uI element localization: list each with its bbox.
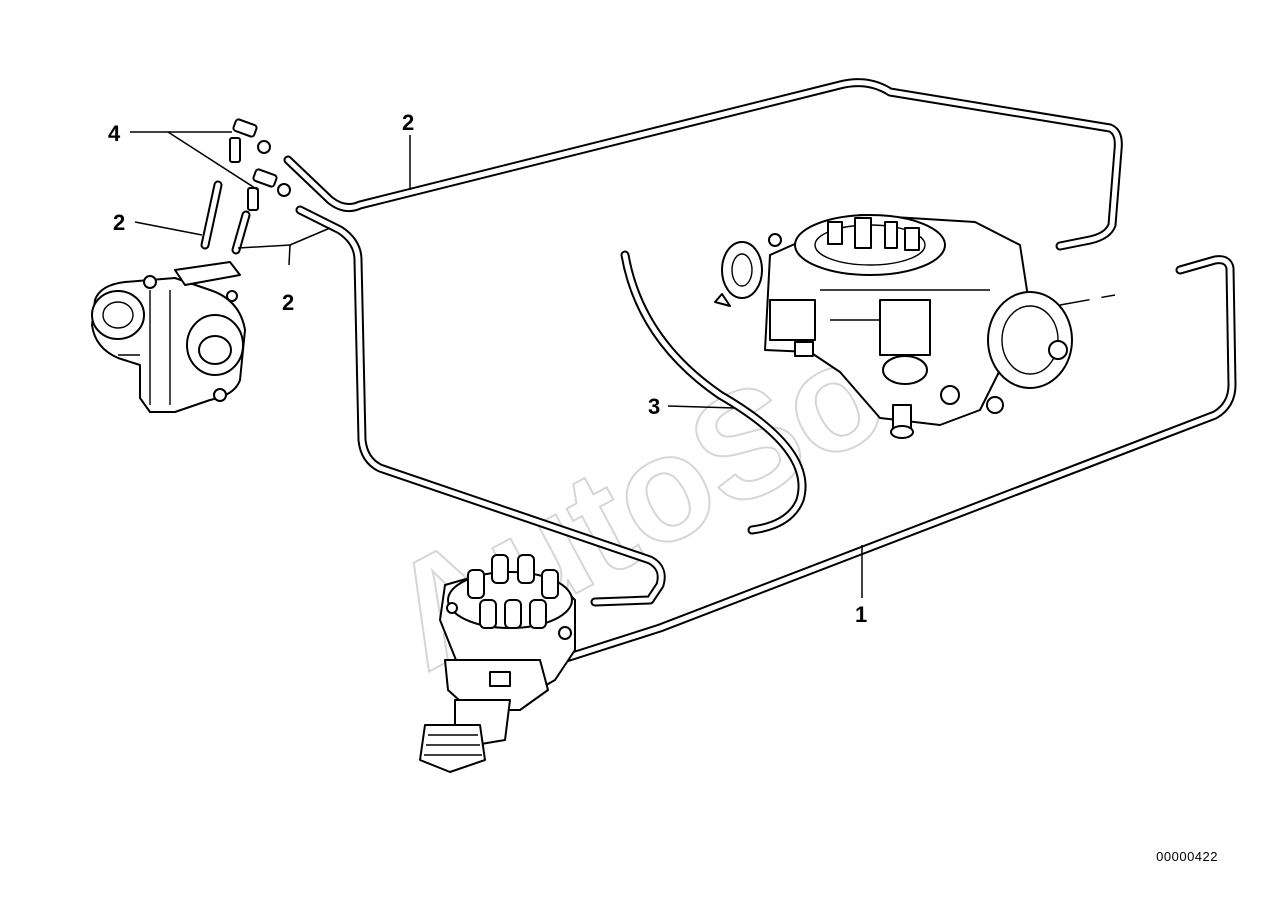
hose-dashed-line: [1059, 294, 1116, 306]
vacuum-hose-distributor: [295, 205, 666, 607]
callout-2-top: 2: [402, 110, 414, 135]
distributor-towers: [467, 554, 559, 629]
leader-2-mid-a: [237, 244, 291, 266]
leader-3: [667, 405, 736, 409]
throttle-housing: [91, 261, 246, 413]
document-number: 00000422: [1156, 849, 1218, 864]
connector-upper: [229, 118, 271, 163]
vacuum-hose-3: [620, 250, 807, 535]
leader-2-left: [134, 221, 203, 236]
callout-4: 4: [108, 121, 121, 146]
leader-2-mid-b: [289, 227, 331, 246]
vacuum-hose-1: [555, 255, 1237, 665]
distributor: [419, 554, 576, 773]
callout-2-mid: 2: [282, 290, 294, 315]
short-hose-left: [200, 180, 223, 250]
leader-4b: [167, 131, 259, 191]
callout-2-left: 2: [113, 210, 125, 235]
short-hose-right: [231, 210, 251, 255]
carburettor: [714, 214, 1073, 439]
callout-3: 3: [648, 394, 660, 419]
connector-lower: [247, 168, 291, 211]
vacuum-hose-top: [283, 78, 1123, 251]
callout-1: 1: [855, 602, 867, 627]
